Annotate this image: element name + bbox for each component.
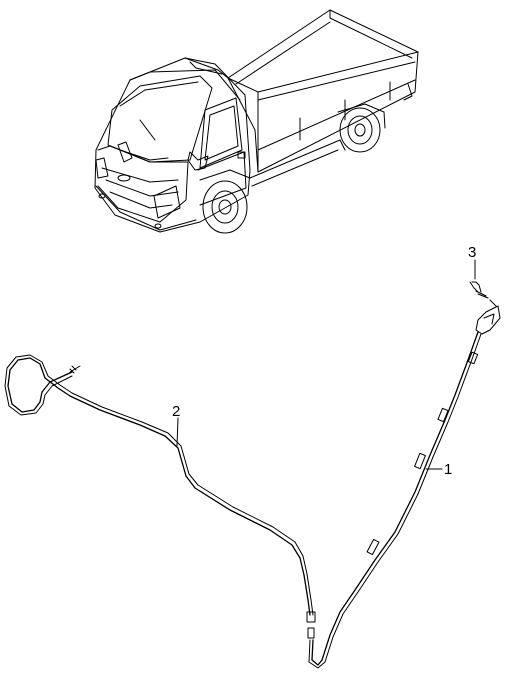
cargo-bed [227, 9, 419, 173]
truck-cab [94, 57, 251, 233]
part-3-screw [469, 281, 489, 299]
part-2-cable [4, 354, 316, 623]
leader-line-2 [176, 417, 179, 447]
callout-label-2: 2 [172, 403, 180, 420]
rear-wheel [337, 103, 386, 153]
part-1-cable [307, 299, 501, 669]
truck-illustration [94, 9, 419, 234]
callout-label-3: 3 [468, 244, 476, 261]
front-wheel [199, 169, 251, 234]
callout-label-1: 1 [444, 461, 452, 478]
